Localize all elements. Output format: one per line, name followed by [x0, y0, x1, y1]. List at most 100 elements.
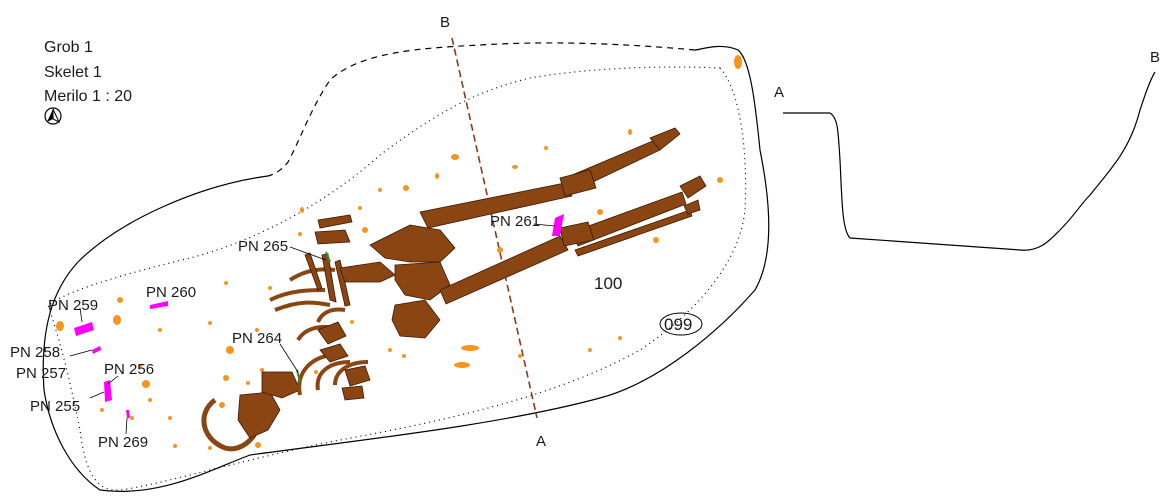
knee-left	[559, 169, 597, 197]
skeleton	[201, 127, 707, 452]
scapula	[314, 229, 351, 245]
pottery-fragment	[138, 364, 142, 368]
find-label-pn256: PN 256	[104, 361, 154, 378]
knee-right	[559, 221, 595, 247]
pottery-fragment	[260, 368, 264, 372]
pelvis	[394, 261, 451, 301]
find-label-pn257: PN 257	[16, 365, 66, 382]
vertebra	[344, 365, 371, 387]
section-label-b-right: B	[1150, 49, 1160, 66]
section-label-a-bottom: A	[536, 433, 546, 450]
rib	[333, 360, 369, 386]
pottery-fragment	[358, 206, 362, 210]
fibula-right	[574, 209, 693, 257]
femur-left	[419, 182, 573, 229]
pottery-fragment	[362, 227, 368, 233]
pottery-fragment	[653, 237, 659, 243]
pottery-fragment	[717, 177, 723, 183]
pottery-fragment	[454, 362, 470, 368]
grave-fill-outline	[47, 66, 747, 491]
pottery-fragment	[117, 297, 123, 303]
pottery-fragment	[268, 286, 272, 290]
pottery-fragment	[130, 416, 134, 420]
foot-bone	[683, 199, 701, 215]
find-pn261	[552, 214, 564, 236]
pottery-fragment	[544, 146, 548, 150]
find-pn269	[126, 410, 130, 418]
pelvis	[369, 224, 456, 263]
grave-cut-outline	[42, 42, 770, 492]
context-number-cut: 099	[664, 315, 692, 334]
pottery-fragment	[402, 354, 406, 358]
vertebra	[317, 321, 347, 345]
context-number-fill: 100	[594, 274, 622, 293]
find-label-pn260: PN 260	[146, 284, 196, 301]
pottery-fragment	[734, 55, 742, 69]
pottery-fragment	[588, 348, 592, 352]
pottery-fragment	[388, 348, 392, 352]
rib	[315, 360, 351, 391]
pottery-fragment	[208, 321, 212, 325]
context-number-cut-ellipse	[659, 312, 703, 336]
find-pn260	[150, 301, 168, 309]
scale-label: Merilo 1 : 20	[44, 88, 132, 105]
pottery-fragment	[403, 185, 409, 191]
pottery-fragment	[100, 408, 104, 412]
north-arrow-icon	[44, 107, 62, 125]
skull	[201, 397, 261, 452]
pottery-fragment	[314, 370, 318, 374]
pottery-fragment	[219, 402, 225, 408]
pottery-fragment	[255, 442, 261, 448]
pottery-fragment	[56, 321, 64, 331]
pottery-fragment	[628, 129, 632, 135]
foot-left	[649, 127, 681, 151]
mandible	[261, 371, 301, 399]
pottery-fragment	[168, 416, 172, 420]
find-pn255	[104, 380, 112, 402]
skeleton-title: Skelet 1	[44, 64, 102, 81]
pottery-fragment	[113, 315, 121, 325]
section-label-b-top: B	[440, 14, 450, 31]
find-pn259	[74, 322, 94, 336]
pottery-fragment	[298, 232, 302, 236]
rib	[269, 288, 326, 302]
pottery-fragment	[226, 346, 234, 354]
find-label-pn265: PN 265	[238, 238, 288, 255]
rib	[316, 307, 346, 323]
leader-lines	[69, 223, 556, 435]
pottery-fragment	[224, 281, 228, 285]
pottery-fragment	[350, 320, 354, 324]
foot-right	[679, 175, 707, 199]
skull-fragment	[237, 391, 281, 439]
pottery-fragment	[223, 375, 229, 381]
pottery-fragment	[148, 398, 152, 402]
pottery-fragment	[451, 154, 459, 160]
pottery-fragment	[255, 328, 259, 332]
magenta-finds	[74, 214, 564, 418]
find-label-pn255: PN 255	[30, 398, 80, 415]
section-label-a-right: A	[774, 84, 784, 101]
hip	[339, 261, 396, 283]
find-label-pn261: PN 261	[490, 213, 540, 230]
pottery-fragment	[142, 380, 150, 388]
pottery-fragment	[173, 444, 177, 448]
green-finds	[296, 251, 331, 383]
find-label-pn264: PN 264	[232, 330, 282, 347]
pottery-fragment	[512, 165, 518, 169]
clavicle	[317, 214, 353, 229]
pottery-fragment	[497, 247, 503, 253]
section-profile	[783, 71, 1156, 251]
section-line	[451, 37, 538, 419]
rib	[274, 300, 331, 312]
pottery-fragment	[461, 345, 479, 351]
vertebra	[319, 343, 349, 363]
pottery-fragment	[597, 209, 603, 215]
pottery-fragment	[435, 173, 439, 179]
pottery-fragment	[246, 381, 250, 385]
femur-right	[439, 235, 569, 305]
radius	[334, 259, 351, 307]
pottery-fragment	[208, 446, 212, 450]
pottery-fragment	[618, 336, 622, 340]
vertebra	[341, 385, 365, 401]
